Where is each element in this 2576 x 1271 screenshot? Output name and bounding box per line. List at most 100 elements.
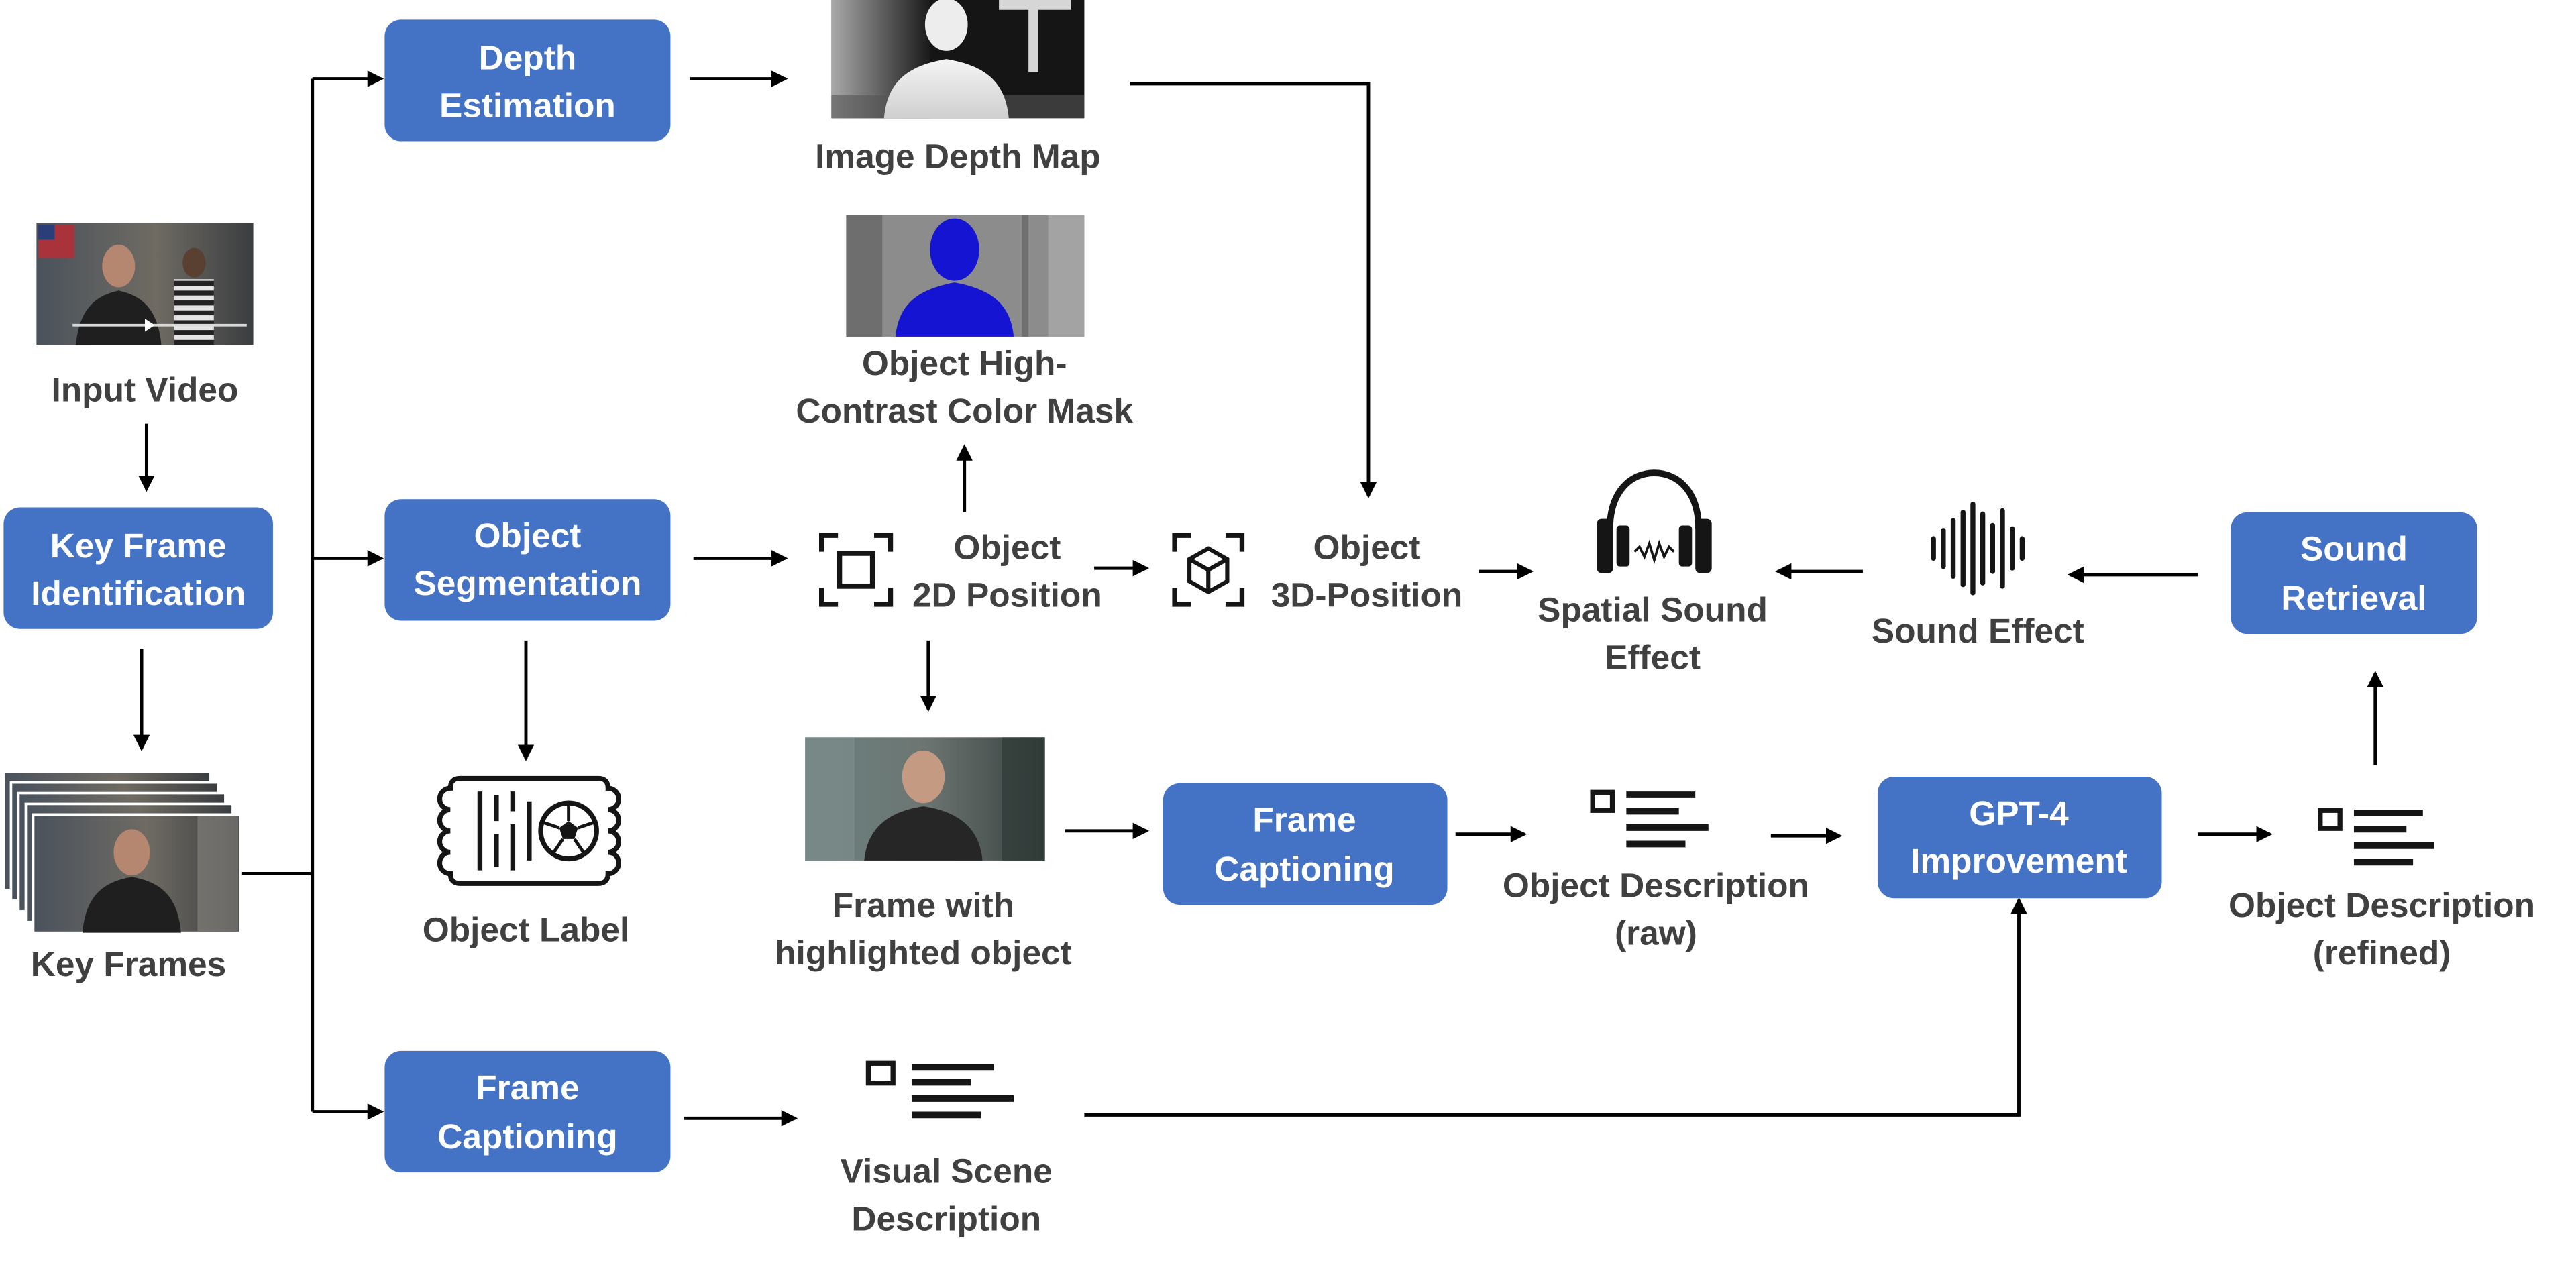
bystander-body: [174, 279, 214, 345]
sound-wave-icon: [1931, 501, 2025, 596]
focus-cube-icon: [1172, 533, 1245, 607]
object-label-label: Object Label: [423, 910, 630, 949]
object-3d-position-label-line-2: 3D-Position: [1271, 575, 1463, 614]
frame-right-blur: [1002, 737, 1045, 861]
process-label-line-2: Captioning: [437, 1117, 617, 1156]
depth-person-head: [924, 0, 968, 51]
visual-scene-description-label-line-2: Description: [851, 1199, 1041, 1238]
highlighted-frame-label-line-1: Frame with: [833, 885, 1014, 924]
depth-person-body: [883, 59, 1009, 119]
sound-effect-label: Sound Effect: [1872, 611, 2084, 650]
text-lines: [912, 1064, 1014, 1119]
process-key-frame-identification: Key Frame Identification: [3, 507, 273, 629]
text-document-icon: [2318, 808, 2434, 866]
object-description-refined-label-line-1: Object Description: [2229, 885, 2535, 924]
process-label-line-2: Improvement: [1911, 841, 2127, 880]
process-label-line-2: Identification: [31, 573, 246, 612]
process-label-line-1: Sound: [2300, 529, 2408, 568]
right-ear-cup-inner: [1678, 525, 1693, 567]
focus-brackets: [1172, 533, 1245, 607]
bystander-head: [182, 247, 206, 278]
ticket-stripes: [477, 791, 532, 871]
play-icon: [144, 318, 155, 332]
ball-pentagon: [559, 821, 578, 839]
text-document-icon: [1590, 789, 1709, 848]
process-gpt4-improvement: GPT-4 Improvement: [1877, 777, 2162, 899]
mask-person-head: [930, 218, 979, 281]
highlighted-frame-label-line-2: highlighted object: [775, 933, 1072, 972]
highlighted-frame-image: [805, 737, 1045, 861]
process-box: [1163, 783, 1448, 905]
process-box: [3, 507, 273, 629]
process-label-line-1: Frame: [476, 1068, 579, 1107]
process-box: [384, 19, 671, 142]
process-frame-captioning-object: Frame Captioning: [1163, 783, 1448, 905]
focus-brackets: [819, 533, 894, 607]
depth-post: [999, 0, 1071, 72]
visual-scene-description-label-line-1: Visual Scene: [841, 1152, 1053, 1191]
ticket-outline: [437, 775, 621, 886]
audio-wave: [1633, 539, 1675, 565]
ticket-icon: [437, 775, 621, 886]
arrows: [133, 70, 2384, 1127]
process-depth-estimation: Depth Estimation: [384, 19, 671, 142]
object-description-refined-label-line-2: (refined): [2313, 933, 2451, 972]
text-document-icon: [865, 1060, 1014, 1119]
person-body: [76, 290, 162, 345]
mask-person-body: [895, 282, 1014, 337]
process-label-line-1: Frame: [1252, 800, 1356, 839]
process-box: [384, 1050, 671, 1173]
arrow-depth-map-to-3d-position: [1130, 82, 1377, 499]
left-ear-cup-outer: [1597, 518, 1613, 573]
process-label-line-1: Key Frame: [50, 526, 227, 565]
mask-building-right: [1048, 215, 1085, 337]
frame-left-blur: [805, 737, 855, 861]
focus-square: [837, 551, 875, 589]
depth-map-image: [831, 0, 1085, 119]
process-sound-retrieval: Sound Retrieval: [2231, 512, 2477, 634]
object-3d-position-label-line-1: Object: [1313, 527, 1421, 566]
person-body: [82, 877, 181, 933]
person-body: [864, 806, 983, 861]
image-depth-map-label: Image Depth Map: [815, 137, 1101, 176]
left-ear-cup-inner: [1616, 525, 1630, 567]
process-label-line-1: Depth: [479, 38, 577, 77]
process-label-line-2: Segmentation: [413, 563, 641, 602]
image-placeholder-square: [2318, 808, 2343, 831]
key-frame-building: [197, 816, 239, 932]
process-box: [2231, 512, 2477, 634]
ball-seams: [543, 804, 594, 854]
person-head: [902, 750, 945, 804]
text-lines: [2353, 810, 2434, 866]
ball-outline: [538, 800, 599, 862]
input-video-label: Input Video: [52, 370, 239, 408]
right-ear-cup-outer: [1695, 518, 1712, 573]
headphones-icon: [1597, 469, 1712, 573]
spatial-sound-effect-label-line-2: Effect: [1605, 637, 1701, 676]
arrow-scene-description-to-gpt4: [1084, 897, 2027, 1117]
process-box: [1877, 777, 2162, 899]
image-placeholder-square: [865, 1060, 896, 1086]
input-video-thumbnail: [36, 223, 254, 345]
process-object-segmentation: Object Segmentation: [384, 499, 671, 621]
person-head: [113, 829, 150, 875]
person-head: [102, 244, 136, 288]
key-frames-stack: [2, 770, 241, 934]
process-label-line-2: Estimation: [439, 86, 616, 125]
flag-canton: [38, 225, 55, 240]
mask-building-left: [846, 215, 883, 337]
object-2d-position-label-line-2: 2D Position: [912, 575, 1102, 614]
spatial-sound-effect-label-line-1: Spatial Sound: [1538, 590, 1768, 628]
object-mask-label-line-2: Contrast Color Mask: [796, 391, 1133, 430]
object-2d-position-label-line-1: Object: [953, 527, 1061, 566]
process-label-line-1: GPT-4: [1969, 793, 2069, 832]
process-box: [384, 499, 671, 621]
process-label-line-2: Captioning: [1214, 849, 1394, 888]
object-description-raw-label-line-1: Object Description: [1503, 866, 1809, 905]
mask-pole: [1022, 215, 1029, 337]
process-frame-captioning-scene: Frame Captioning: [384, 1050, 671, 1173]
headphones-band: [1606, 469, 1702, 529]
image-placeholder-square: [1590, 789, 1615, 813]
key-frames-label: Key Frames: [31, 944, 226, 983]
